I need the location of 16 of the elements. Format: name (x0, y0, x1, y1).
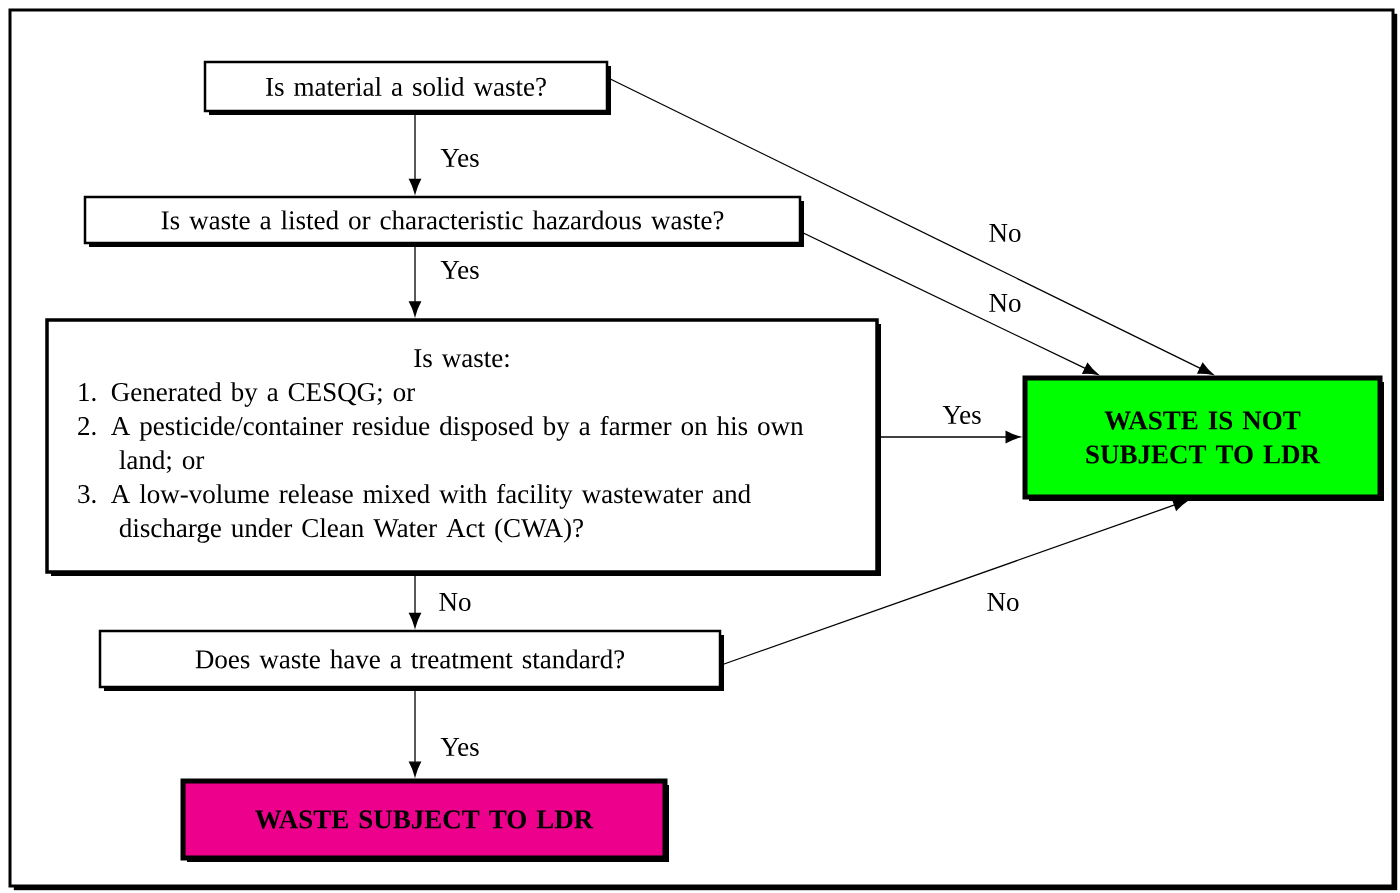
edge-label: No (987, 223, 1023, 243)
arrow (878, 431, 1021, 443)
decision-box: Is waste a listed or characteristic hazardous waste? (83, 195, 804, 247)
arrow (409, 573, 421, 628)
edge-label: Yes (439, 148, 481, 168)
decision-box: Does waste have a treatment standard? (98, 629, 724, 691)
decision-box: Is waste: 1. Generated by a CESQG; or 2. A pesticide/container residue disposed by a farmer on his own land; or 3. A low-volume release mixed with facility wastewater and discharge under Clean Water Act (CWA)? (45, 318, 881, 576)
outcome-box: WASTE SUBJECT TO LDR (180, 778, 669, 862)
edge-label: No (985, 592, 1021, 612)
edge-label: No (987, 293, 1023, 313)
outcome-box: WASTE IS NOT SUBJECT TO LDR (1022, 375, 1384, 501)
edge-label: No (437, 592, 473, 612)
edge-label: Yes (941, 405, 983, 425)
edge-label: Yes (439, 737, 481, 757)
edge-label: Yes (439, 260, 481, 280)
decision-box: Is material a solid waste? (203, 60, 611, 115)
